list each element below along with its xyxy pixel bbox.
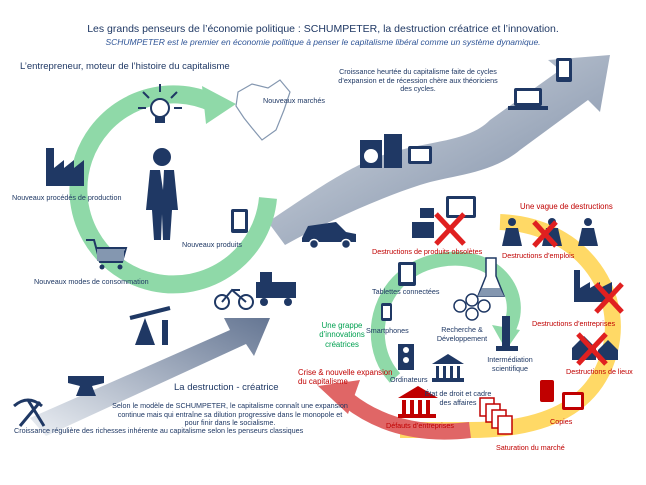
label-destructions-entreprises: Destructions d’entreprises [532,319,616,328]
label-nouveaux-produits: Nouveaux produits [182,240,242,249]
label-defauts: Défauts d’entreprises [386,421,454,430]
connected-tablet-icon [398,262,416,286]
label-destructions-produits: Destructions de produits obsolètes [372,247,483,256]
lightbulb-icon [138,84,182,123]
cycles-text: Croissance heurtée du capitalisme faite … [338,67,498,94]
label-destructions-emplois: Destructions d’emplois [502,251,575,260]
bank-icon [398,386,438,418]
destruction-creatrice-text: Selon le modèle de SCHUMPETER, le capita… [112,401,348,428]
label-copies: Copies [550,417,573,426]
closed-factory-icon [574,270,624,314]
destruction-wave-title: Une vague de destructions [520,202,613,211]
innovation-cluster-label: Une grappe d’innovations créatrices [319,321,365,349]
label-tablettes: Tablettes connectées [372,287,440,296]
vintage-car-icon [302,222,356,250]
map-icon [235,79,291,141]
factory-icon [46,148,84,186]
croissance-reguliere-text: Croissance régulière des richesses inhér… [14,426,304,435]
copies-icon [540,380,584,410]
law-building-icon [432,354,464,382]
label-etat-de-droit: État de droit et cadre des affaires [424,389,492,407]
entrepreneur-loop [69,85,277,294]
obsolete-products-icon [412,196,476,246]
label-crise: Crise & nouvelle expansion du capitalism… [298,368,393,387]
laptop-icon [508,88,548,110]
crisis-arrow [318,380,471,440]
bicycle-icon [214,288,254,310]
label-saturation: Saturation du marché [496,443,565,452]
label-nouveaux-marches: Nouveaux marchés [263,96,325,105]
workers-icon [502,218,598,248]
page-title: Les grands penseurs de l’économie politi… [87,23,559,35]
entrepreneur-figure-icon [146,148,178,240]
washing-machine-icon [360,134,402,168]
phone-icon [556,58,572,82]
shopping-cart-icon [86,239,128,270]
entrepreneur-title: L’entrepreneur, moteur de l’histoire du … [20,61,230,72]
computer-icon [398,344,414,370]
smartphone-icon [381,303,392,321]
label-nouveaux-modes: Nouveaux modes de consommation [34,277,149,286]
label-intermediation: Intermédiation scientifique [487,355,533,373]
page-subtitle: SCHUMPETER est le premier en économie po… [105,37,541,47]
molecule-icon [453,293,491,321]
label-smartphones: Smartphones [366,326,409,335]
label-destructions-lieux: Destructions de lieux [566,367,633,376]
houses-icon [572,332,618,366]
tablet-icon [231,209,248,233]
steam-train-icon [256,272,296,306]
old-tv-icon [408,146,432,164]
pickaxe-icon [13,398,46,427]
label-recherche: Recherche & Développement [436,325,488,343]
growth-ribbon-bottom [30,318,270,436]
destruction-creatrice-title: La destruction - créatrice [174,382,279,393]
anvil-icon [68,376,104,396]
microscope-icon [496,316,518,351]
label-ordinateurs: Ordinateurs [390,375,428,384]
label-nouveaux-procedes: Nouveaux procédés de production [12,193,122,202]
saturation-icon [479,397,513,435]
flask-icon [476,257,506,297]
oil-pump-icon [129,306,171,345]
